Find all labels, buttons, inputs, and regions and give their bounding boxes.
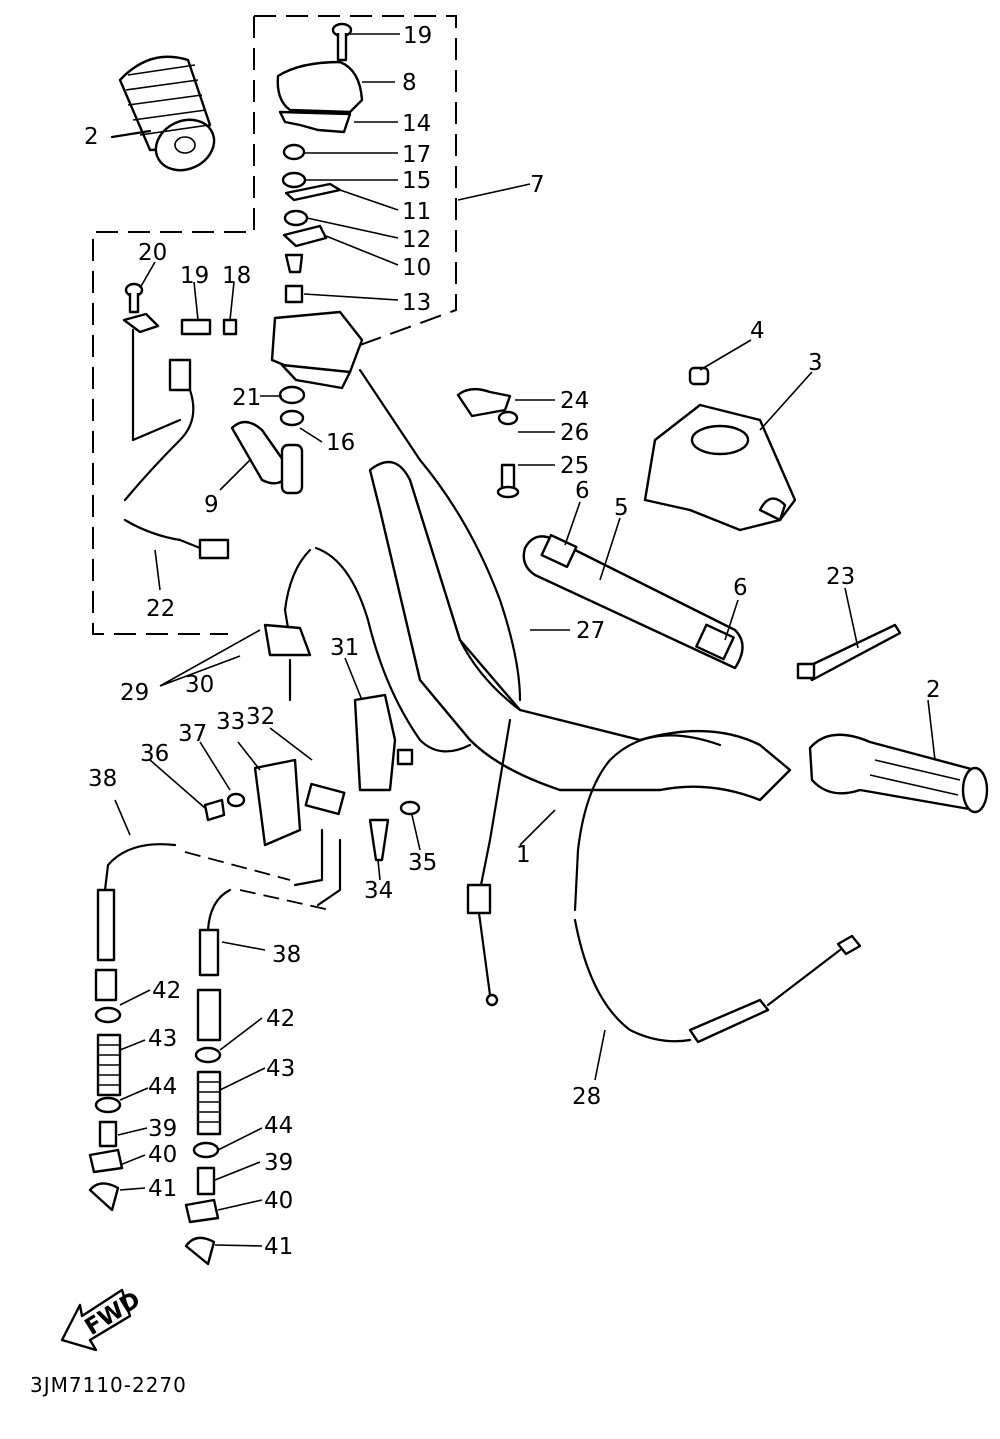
callout-35: 35 xyxy=(408,850,437,876)
callout-22: 22 xyxy=(146,596,175,622)
cable-27 xyxy=(358,368,522,892)
cable-38-left xyxy=(94,843,177,1002)
callout-19: 19 xyxy=(403,23,432,49)
callout-10: 10 xyxy=(402,255,431,281)
callout-21: 21 xyxy=(232,385,261,411)
callout-8: 8 xyxy=(402,70,417,96)
callout-43: 43 xyxy=(148,1026,177,1052)
callout-24: 24 xyxy=(560,388,589,414)
callout-2: 2 xyxy=(84,124,99,150)
washer-stack xyxy=(281,143,342,304)
callout-42: 42 xyxy=(266,1006,295,1032)
leader-2a xyxy=(110,129,152,139)
callout-14: 14 xyxy=(402,111,431,137)
bracket-33 xyxy=(253,758,346,847)
grip-tube-5 xyxy=(522,533,744,670)
switch-assembly-box xyxy=(92,16,255,635)
callout-43: 43 xyxy=(266,1056,295,1082)
callout-5: 5 xyxy=(614,495,629,521)
bolt-4 xyxy=(688,366,710,386)
callout-37: 37 xyxy=(178,721,207,747)
callout-6: 6 xyxy=(733,575,748,601)
callout-17: 17 xyxy=(402,142,431,168)
fwd-arrow: FWD xyxy=(60,1287,145,1352)
lever-9 xyxy=(230,420,304,495)
callout-19: 19 xyxy=(180,263,209,289)
wire-22 xyxy=(123,388,195,502)
callout-15: 15 xyxy=(402,168,431,194)
switch-connector xyxy=(168,358,192,392)
callout-29: 29 xyxy=(120,680,149,706)
callout-38: 38 xyxy=(88,766,117,792)
cable-28 xyxy=(573,734,862,1044)
throttle-assembly-box xyxy=(254,15,457,346)
callout-27: 27 xyxy=(576,618,605,644)
cable-29 xyxy=(263,546,472,753)
callout-44: 44 xyxy=(148,1074,177,1100)
callout-39: 39 xyxy=(148,1116,177,1142)
callout-39: 39 xyxy=(264,1150,293,1176)
callout-23: 23 xyxy=(826,564,855,590)
callout-36: 36 xyxy=(140,741,169,767)
screw-20 xyxy=(122,282,160,334)
callout-1: 1 xyxy=(516,842,531,868)
callout-20: 20 xyxy=(138,240,167,266)
cover-3 xyxy=(643,403,797,532)
callout-34: 34 xyxy=(364,878,393,904)
callout-30: 30 xyxy=(185,672,214,698)
adjuster-stack-left xyxy=(88,1006,124,1212)
throttle-cable-end xyxy=(466,883,499,1007)
bolt-25 xyxy=(496,463,520,499)
screw-19-side xyxy=(180,318,238,336)
throttle-housing xyxy=(270,310,364,390)
screw-19-top xyxy=(331,22,353,62)
throttle-cover-8 xyxy=(276,60,364,134)
screw-34-35 xyxy=(368,800,421,862)
screw-36-37 xyxy=(203,792,246,822)
grip-right xyxy=(808,733,989,814)
callout-44: 44 xyxy=(264,1113,293,1139)
callout-41: 41 xyxy=(148,1176,177,1202)
drawing-code: 3JM7110-2270 xyxy=(30,1373,187,1397)
callout-40: 40 xyxy=(148,1142,177,1168)
callout-28: 28 xyxy=(572,1084,601,1110)
plug-22 xyxy=(198,538,230,560)
callout-16: 16 xyxy=(326,430,355,456)
callout-labels: 2 19 8 14 17 15 7 11 12 10 20 19 18 13 4… xyxy=(84,23,941,1260)
callout-32: 32 xyxy=(246,704,275,730)
callout-4: 4 xyxy=(750,318,765,344)
callout-31: 31 xyxy=(330,635,359,661)
callout-40: 40 xyxy=(264,1188,293,1214)
callout-42: 42 xyxy=(152,978,181,1004)
cable-tie-23 xyxy=(796,623,902,682)
callout-33: 33 xyxy=(216,709,245,735)
washer-21 xyxy=(278,385,306,427)
leader-lines xyxy=(114,33,936,1247)
callout-2: 2 xyxy=(926,677,941,703)
callout-11: 11 xyxy=(402,199,431,225)
handlebar-1 xyxy=(368,460,792,802)
callout-12: 12 xyxy=(402,227,431,253)
callout-13: 13 xyxy=(402,290,431,316)
cable-38-right xyxy=(196,888,232,1042)
callout-41: 41 xyxy=(264,1234,293,1260)
grip-left xyxy=(118,55,216,172)
callout-9: 9 xyxy=(204,492,219,518)
callout-38: 38 xyxy=(272,942,301,968)
callout-18: 18 xyxy=(222,263,251,289)
callout-25: 25 xyxy=(560,453,589,479)
callout-7: 7 xyxy=(530,172,545,198)
callout-26: 26 xyxy=(560,420,589,446)
switch-31 xyxy=(353,693,414,792)
adjuster-stack-right xyxy=(184,1046,222,1266)
callout-3: 3 xyxy=(808,350,823,376)
callout-6: 6 xyxy=(575,478,590,504)
wire-leads xyxy=(293,828,342,907)
clamp-24 xyxy=(456,387,519,426)
